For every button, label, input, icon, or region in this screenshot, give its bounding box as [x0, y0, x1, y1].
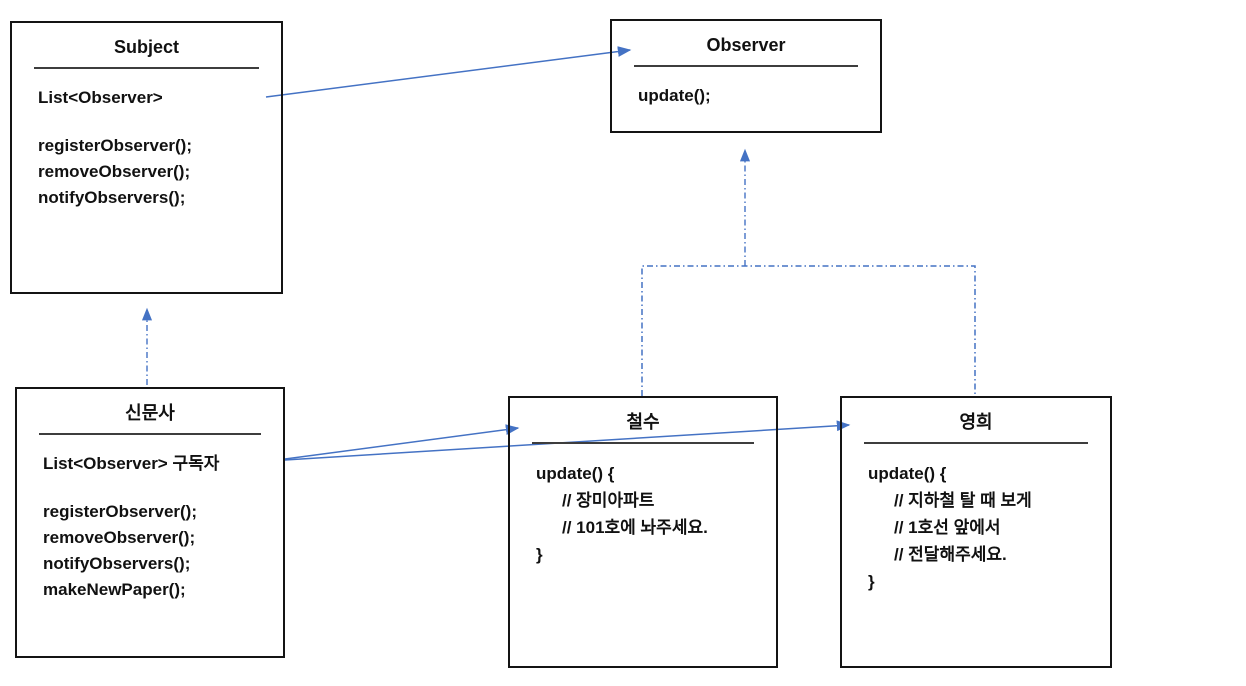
arrow-subject-to-observer	[265, 46, 632, 98]
class-title-subject: Subject	[113, 37, 179, 57]
class-box-yeonghui: 영희 update() { // 지하철 탈 때 보게 // 1호선 앞에서 /…	[840, 396, 1112, 668]
class-box-newspaper: 신문사 List<Observer> 구독자 registerObserver(…	[15, 387, 285, 658]
code-comment-line: // 지하철 탈 때 보게	[894, 491, 1032, 510]
class-members-subject: List<Observer> registerObserver(); remov…	[12, 69, 281, 211]
class-title-newspaper: 신문사	[125, 403, 175, 423]
arrow-newspaper-to-cheolsu	[284, 424, 520, 460]
attribute-line: List<Observer>	[38, 88, 163, 107]
method-line: registerObserver();	[38, 136, 193, 155]
blank-line	[38, 111, 275, 133]
code-comment-line: // 장미아파트	[562, 491, 655, 510]
class-box-subject: Subject List<Observer> registerObserver(…	[10, 21, 283, 294]
method-line: removeObserver();	[43, 528, 196, 547]
class-title-observer: Observer	[706, 35, 786, 55]
title-divider	[532, 442, 754, 444]
code-comment-line: // 1호선 앞에서	[894, 518, 1001, 537]
class-members-yeonghui: update() { // 지하철 탈 때 보게 // 1호선 앞에서 // 전…	[842, 444, 1110, 595]
class-members-observer: update();	[612, 67, 880, 109]
title-divider	[634, 65, 858, 67]
title-divider	[34, 67, 259, 69]
method-line: removeObserver();	[38, 162, 191, 181]
code-line: }	[536, 545, 543, 564]
connector-implementers-branch	[641, 265, 976, 396]
class-title-yeonghui: 영희	[959, 412, 993, 432]
class-box-observer: Observer update();	[610, 19, 882, 133]
code-line: update() {	[868, 464, 947, 483]
method-line: notifyObservers();	[43, 554, 191, 573]
method-line: notifyObservers();	[38, 188, 186, 207]
code-comment-line: // 101호에 놔주세요.	[562, 518, 708, 537]
class-members-newspaper: List<Observer> 구독자 registerObserver(); r…	[17, 435, 283, 603]
method-line: registerObserver();	[43, 502, 198, 521]
class-box-cheolsu: 철수 update() { // 장미아파트 // 101호에 놔주세요. }	[508, 396, 778, 668]
method-line: makeNewPaper();	[43, 580, 186, 599]
title-divider	[864, 442, 1088, 444]
blank-line	[43, 477, 277, 499]
code-line: update() {	[536, 464, 615, 483]
attribute-line: List<Observer> 구독자	[43, 454, 220, 473]
class-members-cheolsu: update() { // 장미아파트 // 101호에 놔주세요. }	[510, 444, 776, 568]
code-line: }	[868, 572, 875, 591]
code-comment-line: // 전달해주세요.	[894, 545, 1007, 564]
method-line: update();	[638, 86, 711, 105]
class-title-cheolsu: 철수	[626, 412, 660, 432]
title-divider	[39, 433, 261, 435]
